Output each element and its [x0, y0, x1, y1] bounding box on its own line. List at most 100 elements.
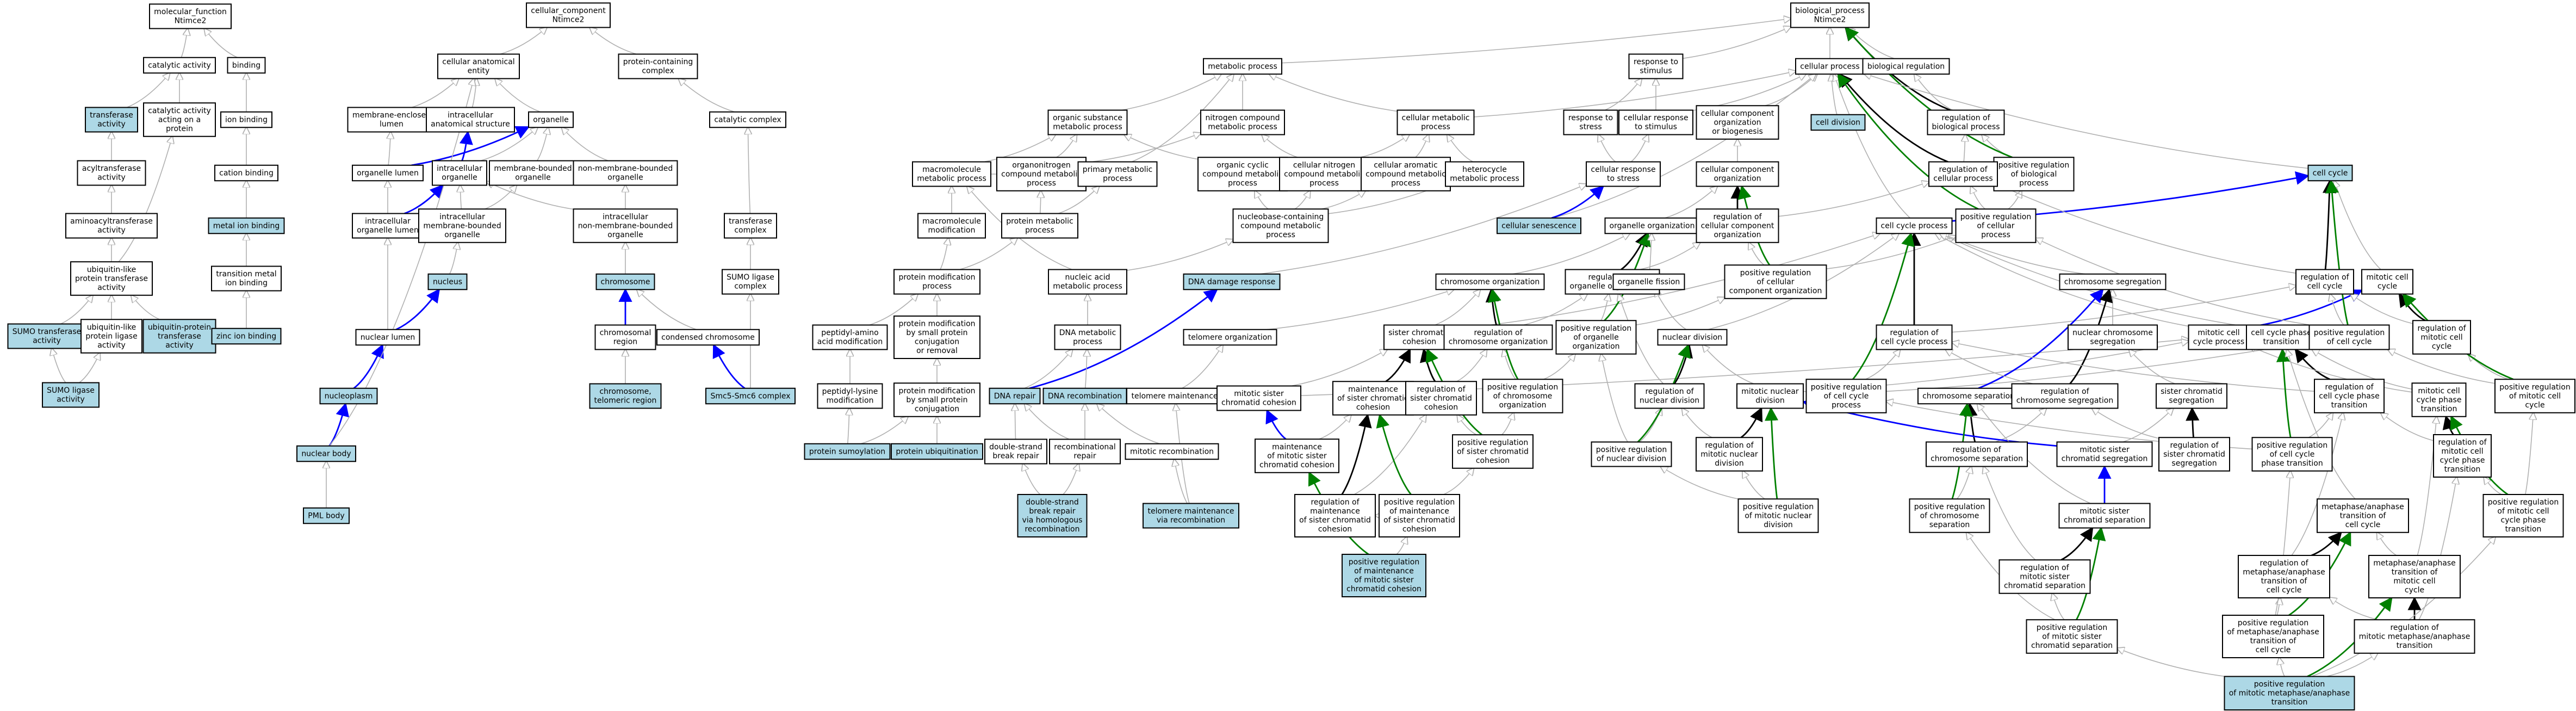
term-node-metabolic[interactable]: metabolic process [1203, 58, 1282, 75]
term-node-prot-sumoylation[interactable]: protein sumoylation [804, 443, 891, 460]
term-node-cell-cycle[interactable]: cell cycle [2307, 164, 2353, 182]
term-node-organelle[interactable]: organelle [528, 111, 574, 128]
term-node-dna-repair[interactable]: DNA repair [989, 387, 1041, 405]
term-node-nuclear-body[interactable]: nuclear body [296, 445, 356, 462]
term-node-bio-reg[interactable]: biological regulation [1862, 58, 1950, 75]
term-node-smc5-6[interactable]: Smc5-Smc6 complex [705, 387, 796, 405]
term-node-nuclear-lumen[interactable]: nuclear lumen [355, 329, 420, 346]
term-node-dna-damage[interactable]: DNA damage response [1183, 273, 1281, 290]
term-node-telomere-maint[interactable]: telomere maintenance [1126, 387, 1223, 405]
term-node-mitotic-recomb[interactable]: mitotic recombination [1125, 443, 1219, 460]
term-node-condensed-chrom[interactable]: condensed chromosome [656, 329, 760, 346]
term-node-cell-cycle-process[interactable]: cell cycle process [1876, 217, 1953, 234]
term-node-organelle-fission[interactable]: organelle fission [1612, 273, 1685, 290]
term-node-organelle-org[interactable]: organelle organization [1604, 217, 1700, 234]
term-node-cellular-process[interactable]: cellular process [1795, 58, 1865, 75]
term-node-chrom-org[interactable]: chromosome organization [1435, 273, 1545, 290]
term-node-nucleus[interactable]: nucleus [427, 273, 468, 290]
term-node-org-lumen[interactable]: organelle lumen [352, 164, 424, 182]
term-node-ion-binding[interactable]: ion binding [220, 111, 272, 128]
term-node-chrom-separation[interactable]: chromosome separation [1917, 387, 2020, 405]
term-node-chromosome[interactable]: chromosome [595, 273, 655, 290]
term-node-telomere-org[interactable]: telomere organization [1183, 329, 1277, 346]
term-node-zinc-ion[interactable]: zinc ion binding [211, 327, 282, 345]
term-node-chrom-seg[interactable]: chromosome segregation [2059, 273, 2167, 290]
term-node-metal-ion[interactable]: metal ion binding [208, 217, 285, 234]
term-node-pml-body[interactable]: PML body [303, 507, 350, 524]
term-node-dna-recombination[interactable]: DNA recombination [1042, 387, 1127, 405]
